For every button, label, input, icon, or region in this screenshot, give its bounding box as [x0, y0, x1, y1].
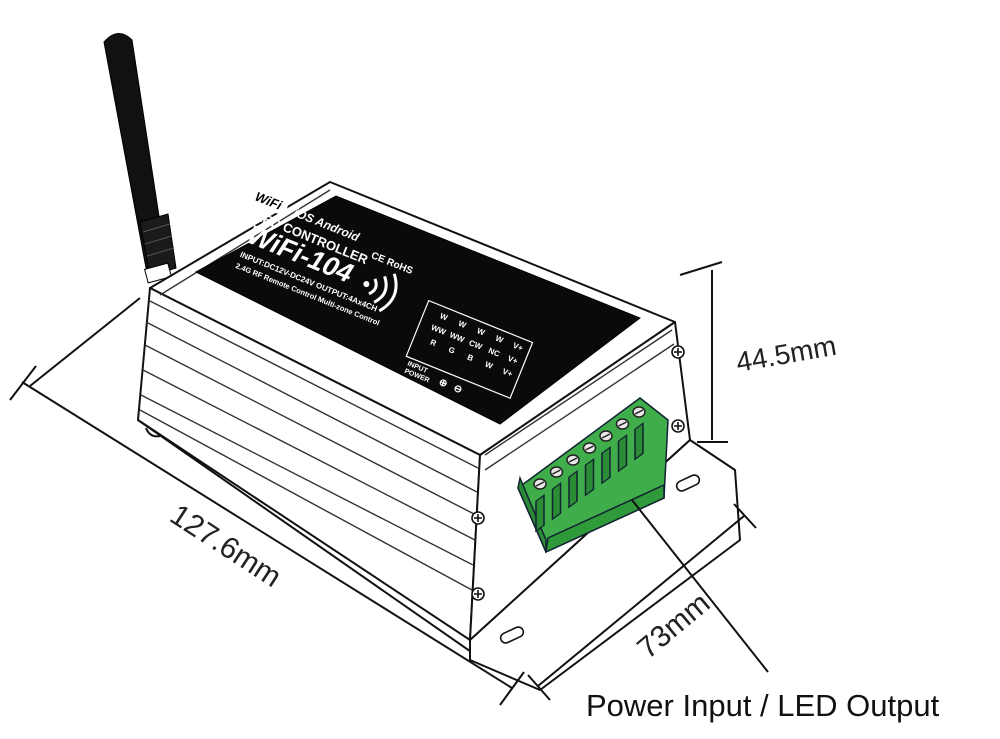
housing-ridges: [139, 189, 675, 591]
terminal-legend-cell: W: [484, 360, 495, 371]
terminal-legend-cell: W: [439, 311, 450, 322]
terminal-wire-slot: [617, 434, 628, 473]
height-dimension: 44.5mm: [734, 330, 839, 378]
callout-leader: [631, 499, 769, 673]
terminal-screw-slot: [552, 469, 561, 475]
terminal-legend-cell: W: [476, 326, 487, 337]
terminal-wire-slot: [601, 446, 611, 485]
terminal-legend-cell: V+: [501, 367, 514, 379]
mounting-flange: [469, 439, 741, 691]
wifi-badge: [247, 185, 290, 215]
terminal-screw-slot: [535, 481, 545, 487]
minus-symbol: ⊖: [452, 383, 464, 396]
terminal-screw-slot: [618, 421, 627, 427]
terminal-wire-slot: [584, 458, 595, 497]
terminal-legend-cell: B: [466, 353, 475, 364]
dimension-lines: [9, 261, 769, 706]
screws: [471, 345, 685, 601]
terminal-legend-cell: G: [447, 345, 456, 356]
callout-label: Power Input / LED Output: [586, 688, 940, 723]
terminal-legend-cell: W: [494, 334, 505, 345]
terminal-screw-slot: [568, 457, 578, 463]
terminal-legend-cell: V+: [512, 341, 525, 353]
terminal-wire-slot: [535, 494, 545, 533]
terminal-legend-cell: NC: [487, 346, 501, 359]
terminal-screw-slot: [634, 409, 644, 415]
terminal-wire-slot: [568, 470, 578, 509]
terminal-legend-cell: V+: [506, 354, 519, 366]
terminal-screw-slot: [601, 433, 611, 439]
terminal-legend-cell: R: [429, 338, 438, 349]
terminal-wire-slot: [551, 482, 562, 521]
plus-symbol: ⊕: [437, 377, 449, 390]
terminal-wire-slot: [634, 422, 644, 461]
wifi-signal-icon: [363, 273, 398, 313]
terminal-screw-slot: [585, 445, 594, 451]
length-dimension: 127.6mm: [164, 498, 287, 594]
flange-slots: [499, 474, 701, 644]
antenna: [103, 33, 177, 284]
terminal-legend-cell: W: [457, 319, 468, 330]
